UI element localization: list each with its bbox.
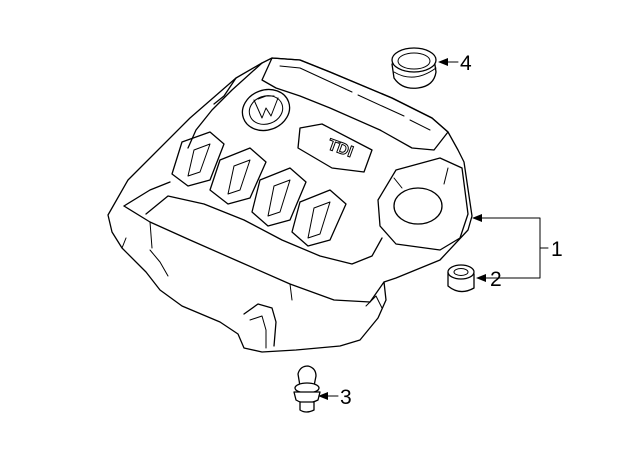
vw-emblem bbox=[241, 88, 291, 132]
callout-leaders bbox=[318, 58, 549, 400]
oil-filler-boss bbox=[377, 157, 469, 251]
intake-runners bbox=[171, 131, 347, 247]
callout-3: 3 bbox=[340, 386, 352, 409]
grommet bbox=[447, 264, 475, 293]
callout-1: 1 bbox=[551, 238, 563, 261]
arrow-head-2 bbox=[476, 274, 486, 282]
callout-2: 2 bbox=[490, 268, 502, 291]
arrow-head-1 bbox=[472, 214, 482, 222]
filler-seal-ring bbox=[391, 47, 437, 89]
engine-cover: TDI bbox=[107, 57, 473, 353]
mount-ball-stud bbox=[293, 365, 321, 413]
arrow-head-3 bbox=[318, 392, 328, 400]
lower-mount-tab bbox=[243, 303, 277, 349]
callout-4: 4 bbox=[460, 52, 472, 75]
arrow-head-4 bbox=[438, 58, 448, 66]
